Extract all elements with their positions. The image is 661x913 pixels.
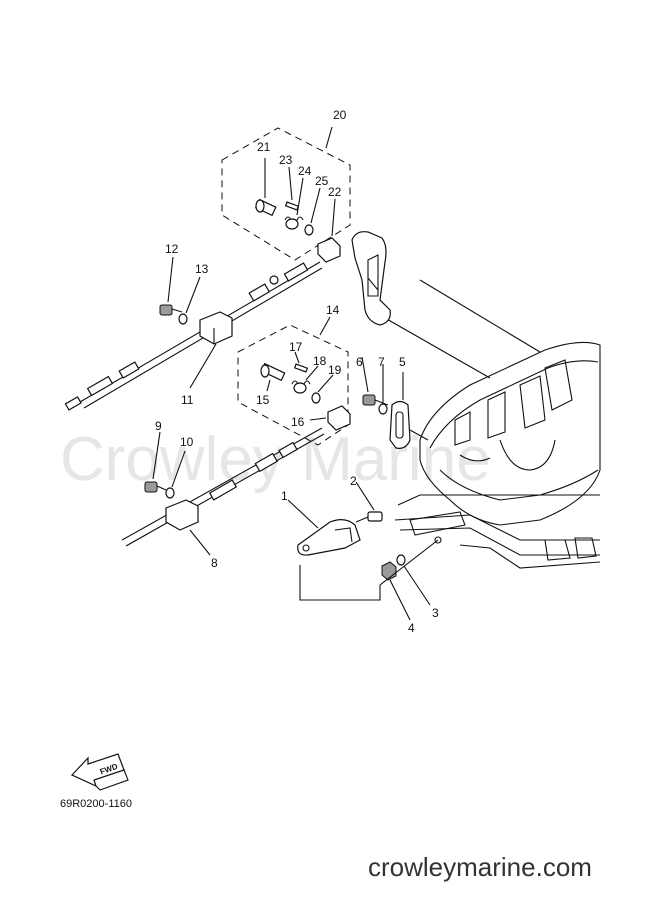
part-4-nut (381, 561, 411, 621)
callout-25: 25 (315, 174, 329, 188)
part-7-washer (378, 364, 388, 415)
diagram-code: 69R0200-1160 (60, 798, 132, 810)
callout-12: 12 (165, 242, 179, 256)
part-6-bolt (361, 356, 389, 406)
callout-3: 3 (432, 606, 439, 620)
site-url: crowleymarine.com (368, 852, 592, 882)
callout-15: 15 (256, 393, 270, 407)
part-22-joint (317, 198, 341, 263)
link-arm-upper (351, 231, 391, 326)
group-20-outline (221, 127, 351, 261)
part-18-spring (291, 365, 319, 394)
callout-8: 8 (211, 556, 218, 570)
callout-17: 17 (289, 340, 303, 354)
part-1-bracket (287, 499, 361, 556)
part-25-washer (304, 187, 321, 236)
part-5-shift-link (389, 372, 411, 449)
callout-18: 18 (313, 354, 327, 368)
part-9-bolt (144, 431, 167, 493)
callout-11: 11 (181, 393, 194, 407)
callout-5: 5 (399, 355, 406, 369)
callout-9: 9 (155, 419, 162, 433)
callout-23: 23 (279, 153, 293, 167)
engine-cowling (394, 341, 601, 569)
part-23-cotter (284, 166, 300, 211)
part-15-pin (260, 362, 286, 392)
part-21-pin (254, 158, 277, 217)
part-2-bolt (355, 481, 383, 523)
part-17-cotter (293, 351, 309, 373)
part-24-spring (284, 177, 304, 230)
part-12-bolt (159, 256, 183, 316)
callout-4: 4 (408, 621, 415, 635)
callout-19: 19 (328, 363, 342, 377)
part-10-washer (165, 450, 186, 499)
part-19-washer (311, 374, 334, 404)
cable-lower (121, 427, 325, 547)
part-8-cable-clamp (165, 499, 211, 556)
callout-2: 2 (350, 474, 357, 488)
fwd-arrow-icon: FWD (70, 753, 129, 791)
callout-10: 10 (180, 435, 194, 449)
cable-upper (64, 261, 323, 411)
callout-22: 22 (328, 185, 342, 199)
part-11-cable-clamp (189, 311, 233, 389)
part-13-washer (178, 276, 201, 325)
callout-21: 21 (257, 140, 271, 154)
part-3-washer (396, 554, 431, 606)
callout-13: 13 (195, 262, 209, 276)
callout-16: 16 (291, 415, 305, 429)
part-16-joint (309, 405, 351, 431)
callout-6: 6 (356, 355, 363, 369)
callout-20: 20 (333, 108, 347, 122)
callout-1: 1 (281, 489, 288, 503)
callout-14: 14 (326, 303, 340, 317)
callout-7: 7 (378, 355, 385, 369)
callout-24: 24 (298, 164, 312, 178)
